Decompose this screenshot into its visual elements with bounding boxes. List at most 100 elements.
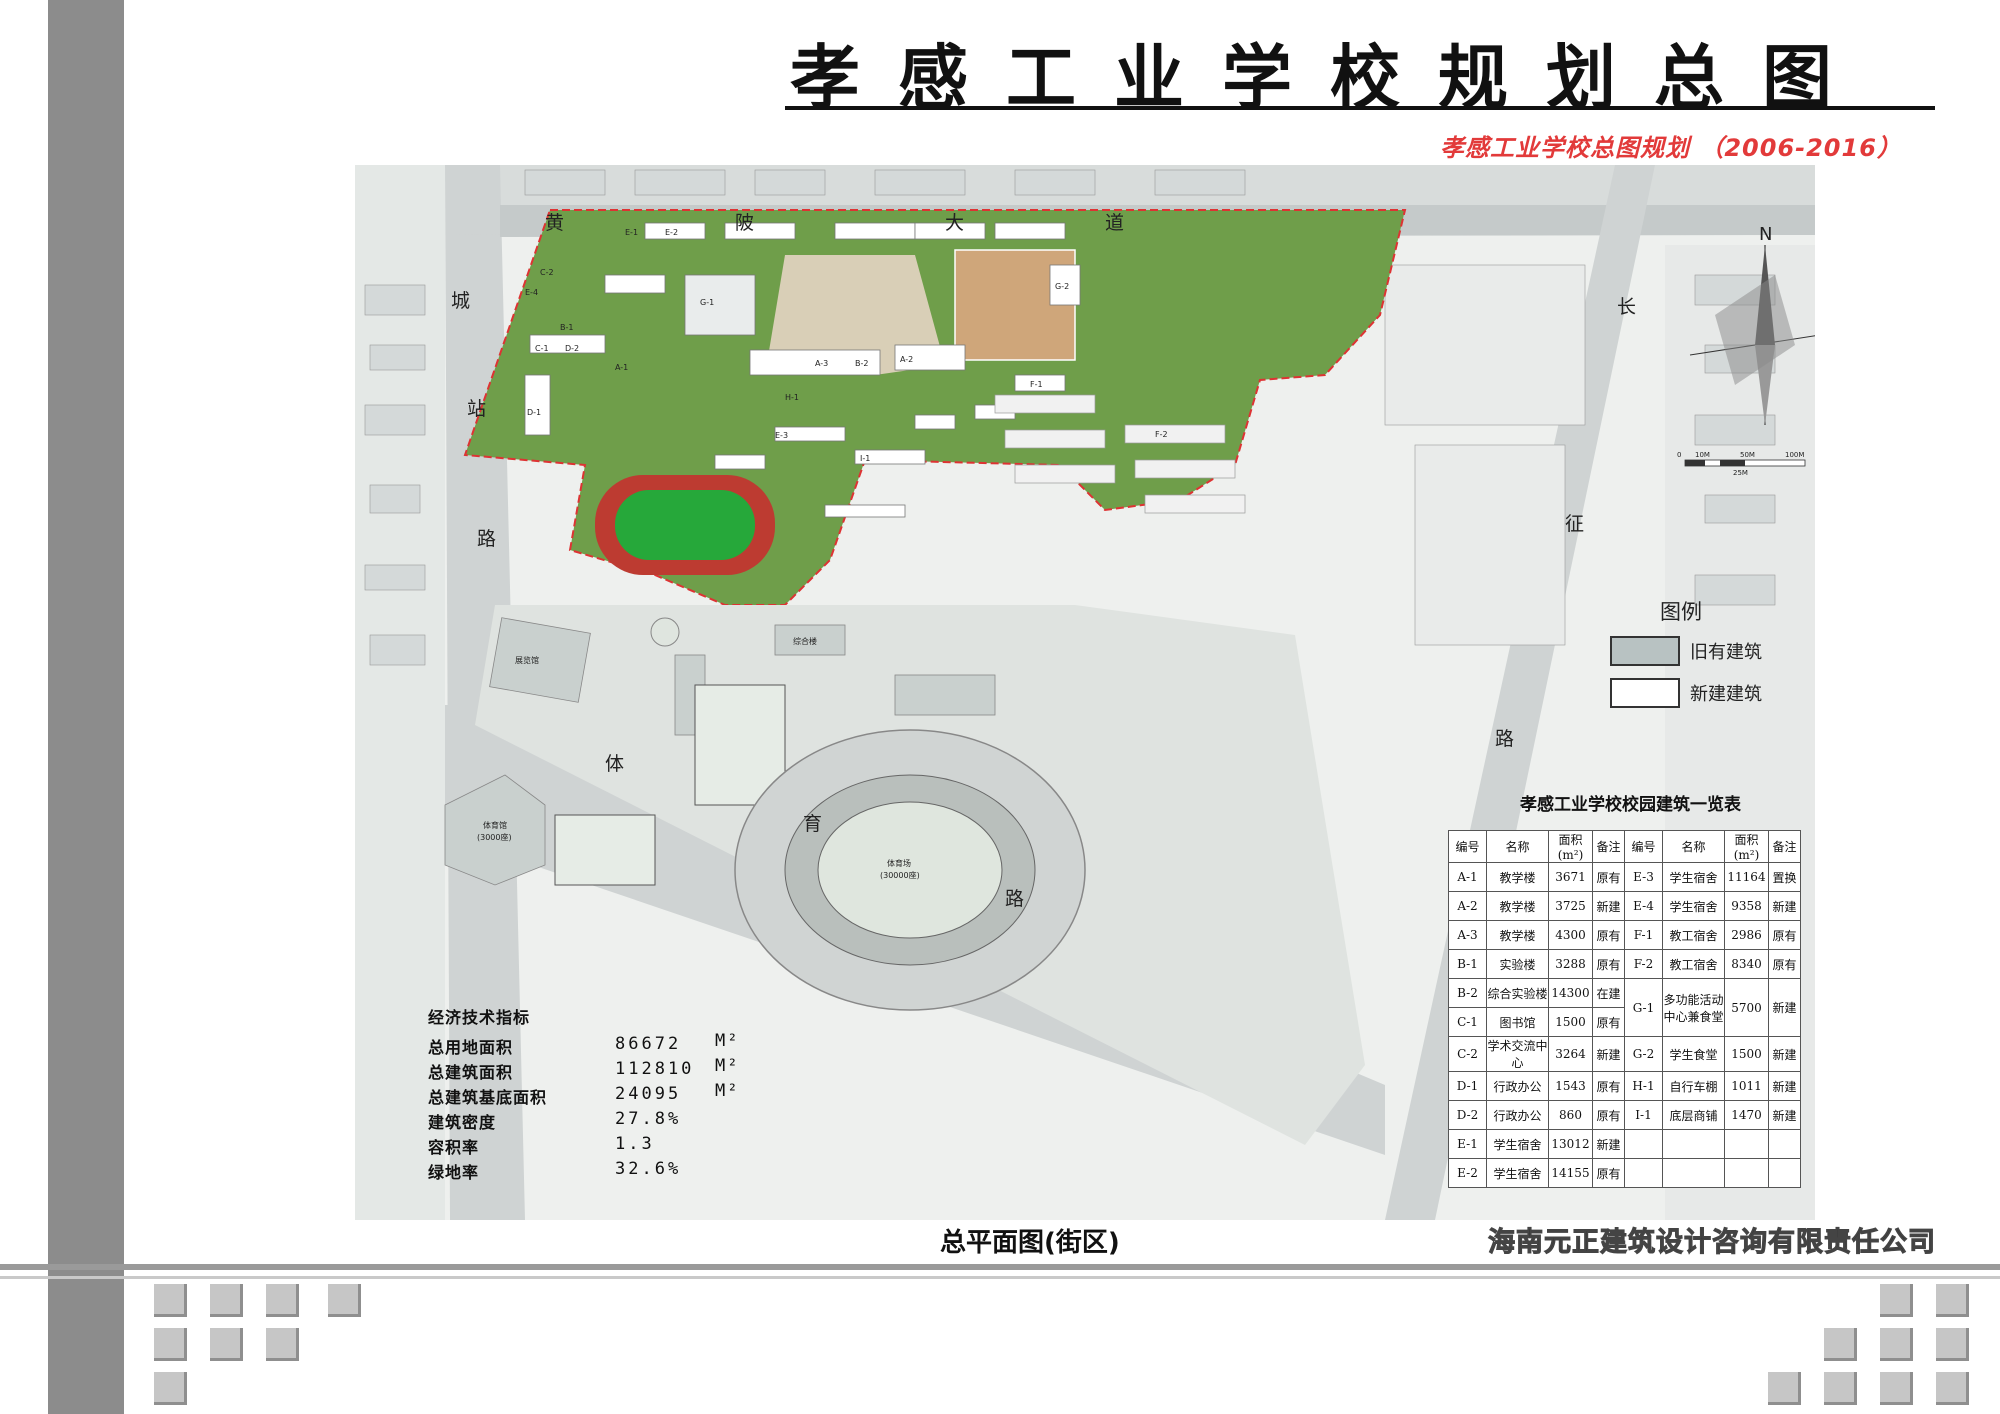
road-label-lu-south: 路 bbox=[1005, 888, 1024, 910]
footer-rule-bottom bbox=[0, 1276, 2000, 1279]
table-cell: 学生宿舍 bbox=[1662, 891, 1725, 921]
table-cell: I-1 bbox=[1624, 1100, 1663, 1130]
table-cell: 9358 bbox=[1724, 891, 1769, 921]
bldg-label-c2: C-2 bbox=[540, 268, 554, 277]
table-cell: 实验楼 bbox=[1486, 949, 1549, 979]
table-cell: 教工宿舍 bbox=[1662, 949, 1725, 979]
bldg-label-i1: I-1 bbox=[860, 454, 870, 463]
table-cell: 新建 bbox=[1768, 1071, 1801, 1101]
table-cell-empty bbox=[1724, 1158, 1769, 1188]
exhibition-label: 展览馆 bbox=[515, 655, 539, 665]
indicator-unit: M² bbox=[715, 1056, 740, 1076]
table-cell: 5700 bbox=[1724, 978, 1769, 1037]
scale-bar: 0 10M 25M 50M 100M bbox=[1677, 451, 1806, 477]
master-plan-map: 黄 陂 大 道 城 站 路 长 征 路 体 育 路 体育场 (30000座) 体… bbox=[355, 165, 1815, 1220]
table-cell: 教学楼 bbox=[1486, 862, 1549, 892]
table-cell: 学术交流中心 bbox=[1486, 1036, 1549, 1072]
table-cell: 教工宿舍 bbox=[1662, 920, 1725, 950]
table-cell: 原有 bbox=[1592, 920, 1625, 950]
bldg-label-d2: D-2 bbox=[565, 344, 579, 353]
table-cell: 4300 bbox=[1548, 920, 1593, 950]
table-cell: 图书馆 bbox=[1486, 1007, 1549, 1037]
table-cell: 原有 bbox=[1592, 1100, 1625, 1130]
legend-swatch-old bbox=[1610, 636, 1680, 666]
north-letter: N bbox=[1759, 224, 1772, 245]
road-label-huang: 黄 bbox=[545, 212, 564, 234]
south-buildings bbox=[444, 617, 996, 886]
indicator-label: 总建筑基底面积 bbox=[428, 1088, 548, 1107]
bldg-label-c1: C-1 bbox=[535, 344, 549, 353]
th-note-right: 备注 bbox=[1768, 830, 1801, 863]
indicator-label: 总建筑面积 bbox=[428, 1063, 514, 1082]
table-cell: 14300 bbox=[1548, 978, 1593, 1008]
indicator-value: 86672 bbox=[615, 1034, 682, 1054]
table-cell-empty bbox=[1662, 1158, 1725, 1188]
table-cell-empty bbox=[1724, 1129, 1769, 1159]
stadium-field bbox=[817, 801, 1003, 939]
legend-label-old: 旧有建筑 bbox=[1690, 642, 1762, 663]
indicator-value: 24095 bbox=[615, 1084, 682, 1104]
table-cell: 原有 bbox=[1768, 949, 1801, 979]
indicator-value: 1.3 bbox=[615, 1134, 655, 1154]
table-cell: 860 bbox=[1548, 1100, 1593, 1130]
indicator-value: 32.6% bbox=[615, 1159, 682, 1179]
scale-50m: 50M bbox=[1740, 451, 1755, 459]
table-cell-empty bbox=[1662, 1129, 1725, 1159]
bldg-label-g1: G-1 bbox=[700, 298, 714, 307]
title-underline bbox=[785, 106, 1935, 110]
table-cell: 原有 bbox=[1592, 1007, 1625, 1037]
table-cell-empty bbox=[1624, 1129, 1663, 1159]
table-cell: 行政办公 bbox=[1486, 1100, 1549, 1130]
table-cell: 新建 bbox=[1592, 1036, 1625, 1072]
bldg-label-d1: D-1 bbox=[527, 408, 541, 417]
bldg-label-a2: A-2 bbox=[900, 355, 913, 364]
table-cell: 1500 bbox=[1548, 1007, 1593, 1037]
footer-rule-top bbox=[0, 1264, 2000, 1270]
th-code-right: 编号 bbox=[1624, 830, 1663, 863]
complex-label: 综合楼 bbox=[793, 636, 817, 646]
indicator-label: 容积率 bbox=[428, 1138, 480, 1157]
campus-buildings bbox=[524, 222, 1081, 518]
building-table-title: 孝感工业学校校园建筑一览表 bbox=[1520, 795, 1741, 815]
table-cell-empty bbox=[1624, 1158, 1663, 1188]
th-name-left: 名称 bbox=[1486, 830, 1549, 863]
indicator-unit: M² bbox=[715, 1031, 740, 1051]
table-cell: 原有 bbox=[1592, 1158, 1625, 1188]
table-cell: E-1 bbox=[1448, 1129, 1487, 1159]
table-cell: 学生宿舍 bbox=[1486, 1129, 1549, 1159]
road-label-da: 大 bbox=[945, 212, 964, 234]
table-cell: B-2 bbox=[1448, 978, 1487, 1008]
table-cell: H-1 bbox=[1624, 1071, 1663, 1101]
bldg-label-e4: E-4 bbox=[525, 288, 538, 297]
table-cell: A-2 bbox=[1448, 891, 1487, 921]
road-label-dao: 道 bbox=[1105, 212, 1124, 234]
gym-capacity: (3000座) bbox=[477, 832, 512, 842]
table-cell: E-2 bbox=[1448, 1158, 1487, 1188]
bldg-label-e1: E-1 bbox=[625, 228, 638, 237]
table-cell: F-2 bbox=[1624, 949, 1663, 979]
table-cell: D-2 bbox=[1448, 1100, 1487, 1130]
table-cell: 多功能活动中心兼食堂 bbox=[1662, 978, 1725, 1037]
table-cell: 2986 bbox=[1724, 920, 1769, 950]
table-cell: 学生食堂 bbox=[1662, 1036, 1725, 1072]
table-cell: F-1 bbox=[1624, 920, 1663, 950]
table-cell: A-1 bbox=[1448, 862, 1487, 892]
table-cell: 底层商铺 bbox=[1662, 1100, 1725, 1130]
indicator-label: 总用地面积 bbox=[428, 1038, 514, 1057]
bldg-label-h1: H-1 bbox=[785, 393, 799, 402]
table-cell: 1500 bbox=[1724, 1036, 1769, 1072]
th-name-right: 名称 bbox=[1662, 830, 1725, 863]
bldg-label-f2: F-2 bbox=[1155, 430, 1168, 439]
table-cell: 原有 bbox=[1592, 949, 1625, 979]
indicator-value: 112810 bbox=[615, 1059, 695, 1079]
table-cell: 新建 bbox=[1768, 978, 1801, 1037]
road-label-zhan: 站 bbox=[467, 398, 486, 420]
